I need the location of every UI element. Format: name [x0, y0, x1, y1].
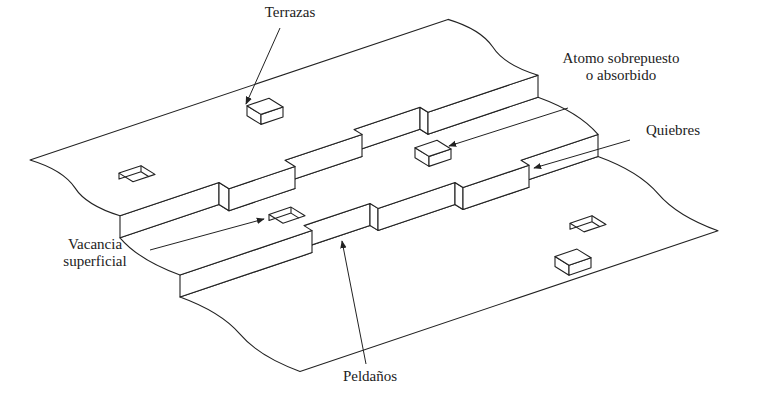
surface-vacancy — [570, 216, 606, 232]
callout-label: Quiebres — [628, 122, 718, 139]
adatom — [247, 98, 283, 124]
adatom — [555, 249, 591, 275]
leader-line — [150, 28, 630, 364]
callout-label: Terrazas — [235, 4, 345, 21]
callout-label: Vacancia superficial — [40, 236, 150, 271]
surface-vacancy — [269, 207, 305, 223]
upper-terrace — [25, 18, 554, 224]
callout-label: Peldaños — [310, 368, 430, 385]
callout-label: Atomo sobrepuesto o absorbido — [560, 50, 682, 85]
surface-vacancy — [119, 166, 155, 182]
adatom — [415, 140, 451, 166]
